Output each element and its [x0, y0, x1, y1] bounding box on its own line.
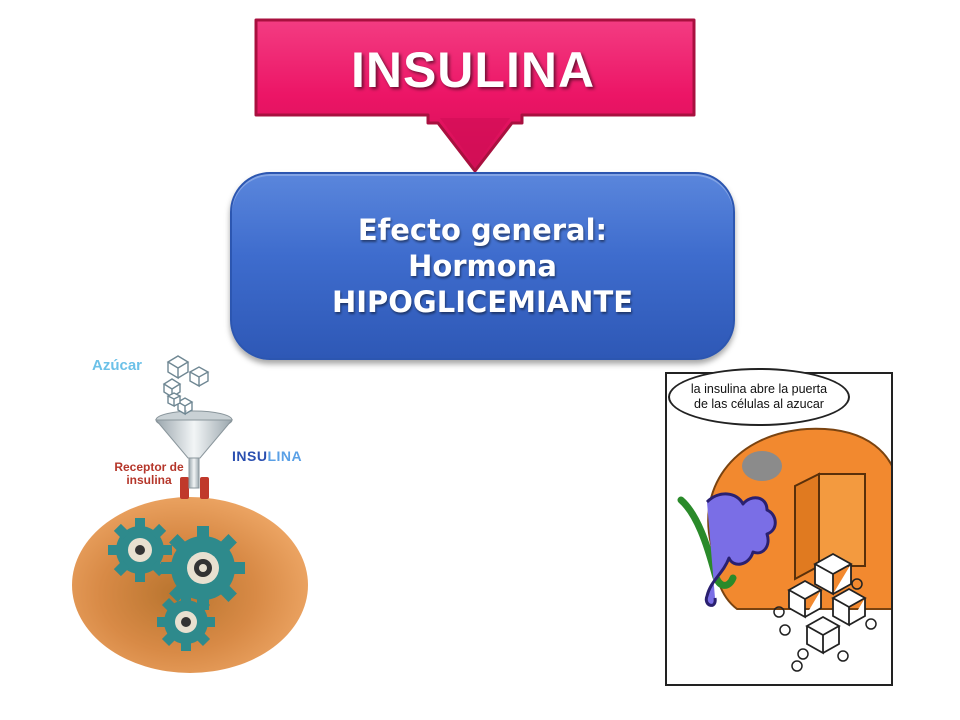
insulin-receptor-illustration	[72, 355, 308, 673]
gear-icon	[161, 526, 245, 610]
cartoon-illustration	[677, 427, 891, 672]
effect-line-1: Efecto general:	[357, 213, 608, 247]
receptor-right	[200, 477, 209, 499]
effect-line-3: HIPOGLICEMIANTE	[331, 285, 634, 319]
cartoon-door	[818, 473, 866, 567]
speech-bubble: la insulina abre la puerta de las célula…	[668, 368, 850, 426]
effect-line-2: Hormona	[408, 249, 557, 283]
gear-icon	[108, 518, 172, 582]
page-title: INSULINA	[350, 42, 596, 98]
insulin-label-part1: INSU	[232, 448, 268, 464]
receptor-left	[180, 477, 189, 499]
cartoon-insulin-blue	[704, 492, 777, 607]
cartoon-nucleus	[742, 451, 782, 481]
sugar-label: Azúcar	[92, 357, 143, 374]
caption-line-2: de las células al azucar	[694, 397, 824, 411]
effect-box: Efecto general: Hormona HIPOGLICEMIANTE	[230, 172, 735, 360]
sugar-cubes	[162, 355, 210, 416]
receptor-label: Receptor de insulina	[114, 460, 184, 487]
insulin-label: INSULINA	[232, 448, 302, 464]
title-arrow-shape	[254, 18, 696, 173]
cartoon-sugar-cubes	[787, 552, 867, 655]
funnel	[154, 419, 234, 459]
caption-line-1: la insulina abre la puerta	[690, 382, 828, 396]
gear-icon	[157, 593, 215, 651]
insulin-label-part2: LINA	[267, 448, 303, 464]
